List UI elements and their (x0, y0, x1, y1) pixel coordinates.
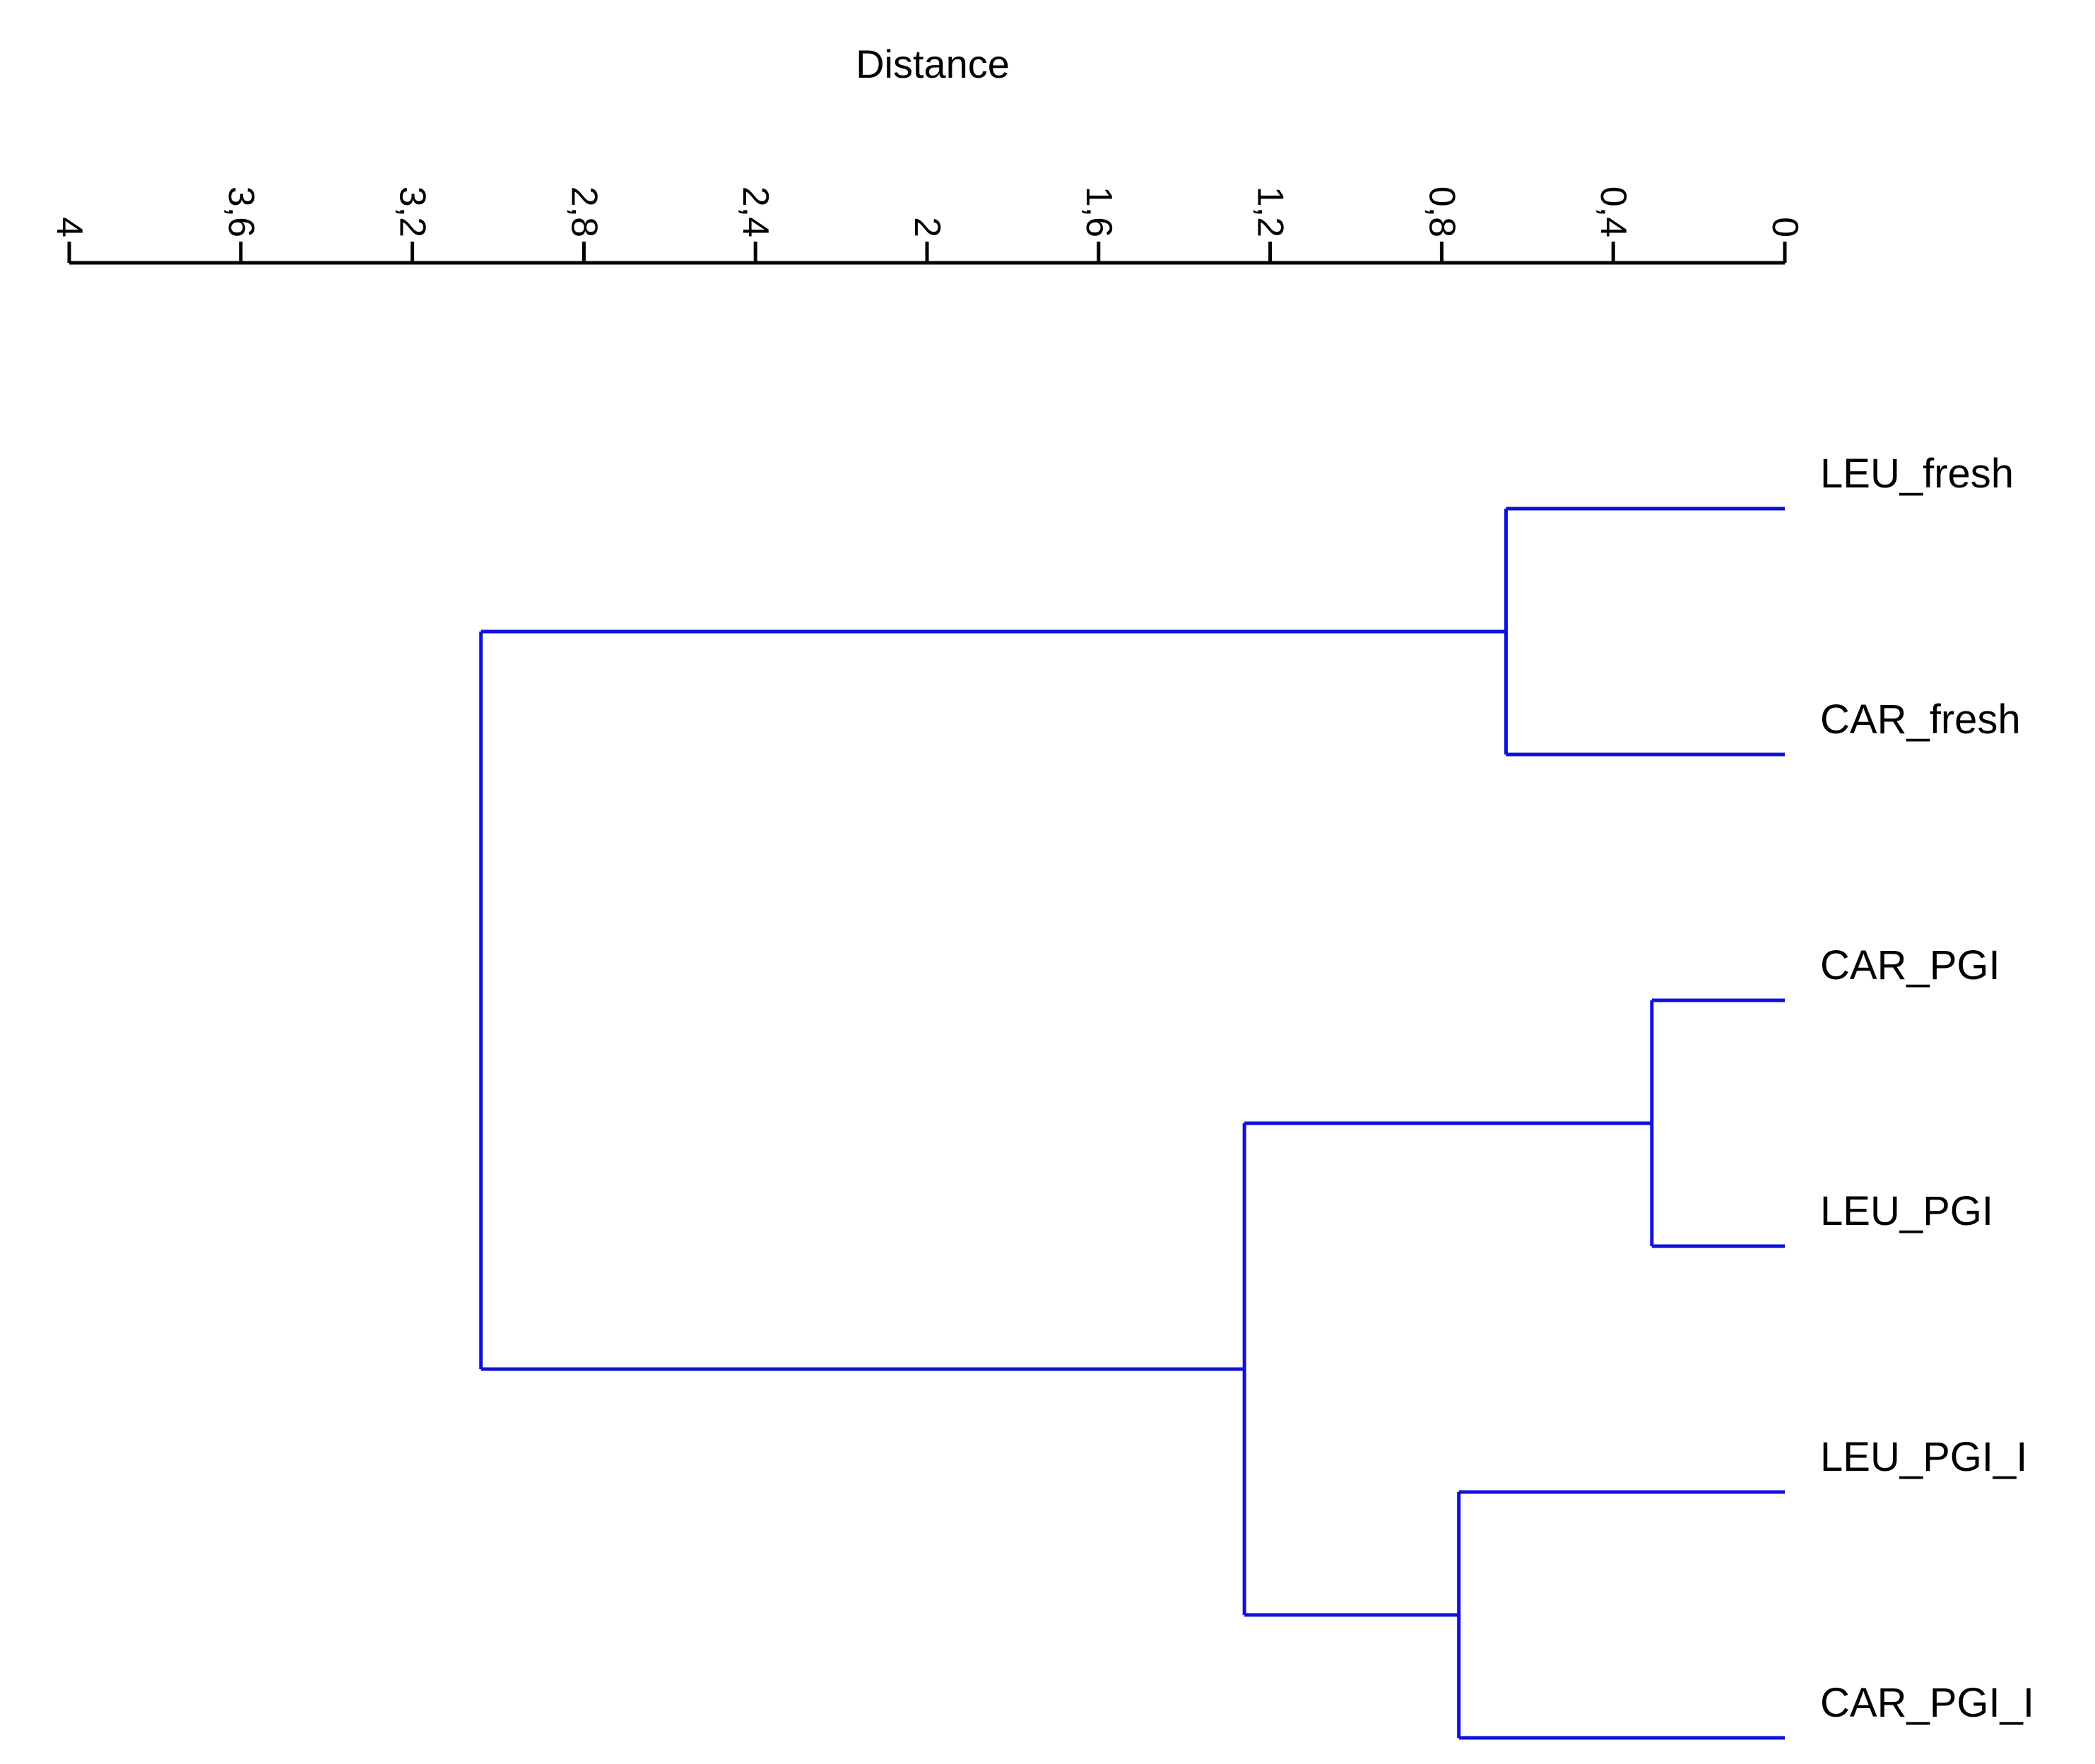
x-tick-label: 1,6 (1078, 187, 1119, 237)
x-tick-label: 3,2 (392, 187, 433, 237)
leaf-label: CAR_PGI (1820, 942, 2000, 988)
leaf-label: LEU_fresh (1820, 451, 2014, 497)
leaf-label: CAR_PGI_I (1820, 1680, 2034, 1726)
axis-title: Distance (856, 42, 1010, 86)
x-tick-label: 2,4 (735, 187, 776, 237)
x-tick-label: 0 (1764, 217, 1805, 237)
leaf-label: LEU_PGI (1820, 1188, 1993, 1234)
x-tick-label: 3,6 (220, 187, 261, 237)
x-tick-label: 0,8 (1421, 187, 1462, 237)
x-axis-ticks: 4 3,6 3,2 2,8 2,4 2 1,6 1,2 0,8 0,4 0 (49, 187, 1805, 263)
leaf-label: LEU_PGI_I (1820, 1434, 2027, 1480)
x-tick-label: 1,2 (1250, 187, 1291, 237)
dendrogram-links (479, 507, 1785, 1740)
x-tick-label: 2 (907, 217, 948, 237)
x-tick-label: 4 (49, 217, 90, 237)
x-tick-label: 0,4 (1593, 187, 1634, 237)
leaf-label: CAR_fresh (1820, 697, 2021, 742)
x-tick-label: 2,8 (563, 187, 604, 237)
